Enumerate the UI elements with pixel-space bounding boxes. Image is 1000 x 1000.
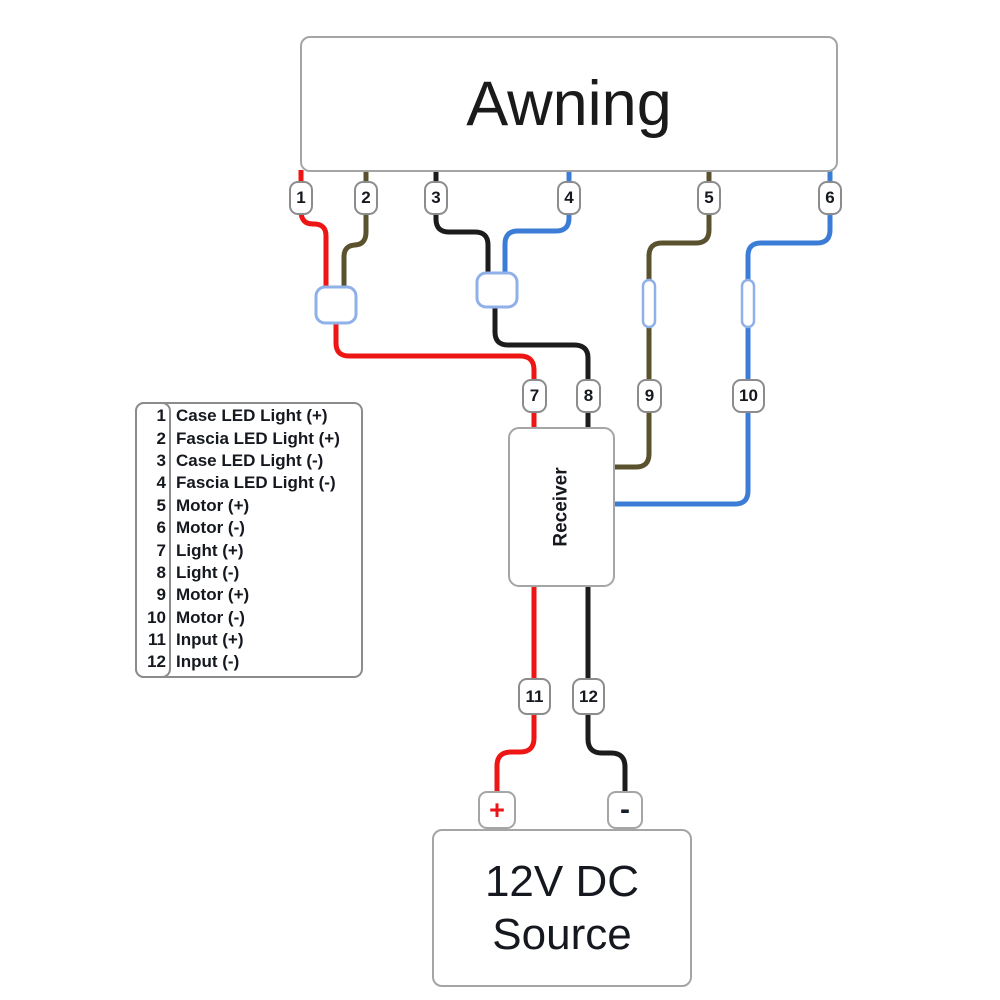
legend-row: 4 Fascia LED Light (-): [135, 472, 363, 494]
legend-row: 10 Motor (-): [135, 607, 363, 629]
legend-number-column: [135, 402, 171, 678]
negative-terminal: -: [607, 791, 643, 829]
wire-motor-negative: [614, 170, 833, 507]
legend-row: 7 Light (+): [135, 539, 363, 561]
terminal-pill-7: 7: [522, 379, 547, 413]
wire-light-positive: [333, 321, 537, 428]
legend-row-label: Motor (+): [176, 585, 250, 605]
legend-row: 8 Light (-): [135, 562, 363, 584]
legend-row: 9 Motor (+): [135, 584, 363, 606]
legend-row-label: Motor (+): [176, 495, 250, 515]
legend-row-number: 1: [156, 406, 166, 426]
legend-row-number: 10: [147, 607, 166, 627]
wire-case-led-negative: [433, 170, 491, 275]
terminal-pill-3: 3: [424, 181, 448, 215]
legend-row-number: 8: [156, 562, 166, 582]
legend-row-number: 5: [156, 495, 166, 515]
wire-input-positive: [494, 586, 537, 793]
terminal-pill-10: 10: [732, 379, 765, 413]
wire-fascia-led-negative: [502, 170, 572, 275]
legend-row: 5 Motor (+): [135, 495, 363, 517]
wire-motor-positive: [614, 170, 712, 470]
awning-box: Awning: [300, 36, 838, 172]
negative-terminal-label: -: [620, 793, 630, 826]
legend-row-label: Fascia LED Light (+): [176, 428, 340, 448]
legend-row-label: Light (+): [176, 540, 244, 560]
legend-row: 1 Case LED Light (+): [135, 405, 363, 427]
legend-row: 6 Motor (-): [135, 517, 363, 539]
legend-row-number: 3: [156, 450, 166, 470]
dc-source-box: 12V DC Source: [432, 829, 692, 987]
terminal-pill-1: 1: [289, 181, 313, 215]
inline-connector-motor-positive: [641, 278, 657, 329]
terminal-pill-6: 6: [818, 181, 842, 215]
legend-row-number: 2: [156, 428, 166, 448]
legend-row-label: Fascia LED Light (-): [176, 473, 336, 493]
splice-connector-right: [475, 271, 519, 309]
legend-rows: 1 Case LED Light (+) 2 Fascia LED Light …: [135, 405, 363, 674]
positive-terminal: +: [478, 791, 516, 829]
legend-row: 2 Fascia LED Light (+): [135, 427, 363, 449]
dc-source-line1: 12V DC: [484, 857, 640, 906]
terminal-pill-8: 8: [576, 379, 601, 413]
terminal-pill-2: 2: [354, 181, 378, 215]
legend-row-label: Case LED Light (+): [176, 406, 328, 426]
wire-light-negative: [492, 306, 591, 428]
splice-connector-left: [314, 285, 358, 325]
wire-fascia-led-positive: [341, 170, 369, 288]
legend-row-label: Input (+): [176, 630, 244, 650]
legend-row: 12 Input (-): [135, 651, 363, 673]
legend-row-number: 12: [147, 652, 166, 672]
legend-row-number: 11: [148, 630, 166, 650]
dc-source-title: 12V DC Source: [485, 855, 639, 961]
legend-row-label: Motor (-): [176, 607, 245, 627]
wire-input-negative: [585, 586, 628, 793]
terminal-pill-12: 12: [572, 678, 605, 715]
positive-terminal-label: +: [489, 794, 505, 825]
legend-row-label: Motor (-): [176, 518, 245, 538]
legend-row: 3 Case LED Light (-): [135, 450, 363, 472]
terminal-pill-5: 5: [697, 181, 721, 215]
legend-row-number: 6: [156, 518, 166, 538]
awning-title: Awning: [466, 69, 672, 139]
dc-source-line2: Source: [492, 910, 632, 959]
inline-connector-motor-negative: [740, 278, 756, 329]
legend-row: 11 Input (+): [135, 629, 363, 651]
legend-row-number: 7: [156, 540, 166, 560]
receiver-box: [508, 427, 615, 587]
legend-row-number: 9: [156, 585, 166, 605]
wire-case-led-positive: [298, 170, 329, 288]
legend-row-number: 4: [156, 473, 166, 493]
legend-row-label: Light (-): [176, 562, 240, 582]
terminal-pill-11: 11: [518, 678, 551, 715]
legend-row-label: Input (-): [176, 652, 240, 672]
legend-row-label: Case LED Light (-): [176, 450, 324, 470]
terminal-pill-4: 4: [557, 181, 581, 215]
terminal-pill-9: 9: [637, 379, 662, 413]
